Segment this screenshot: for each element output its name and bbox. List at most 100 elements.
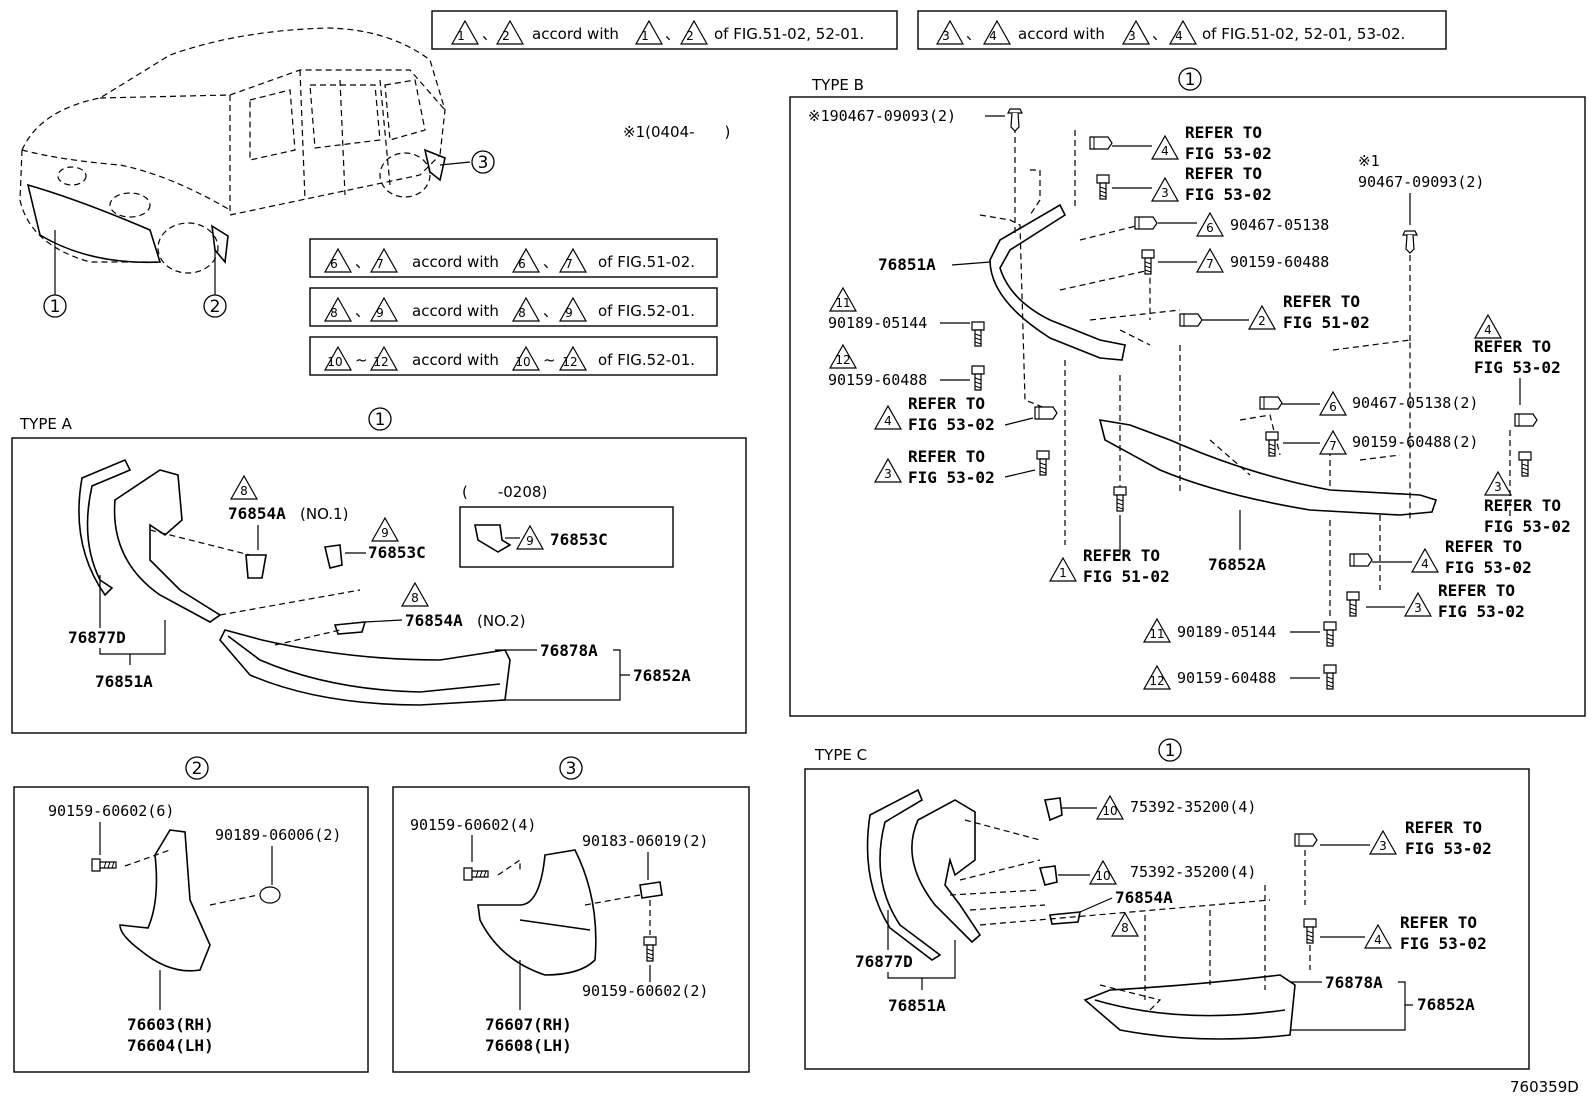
svg-text:REFER TO: REFER TO [1445, 537, 1522, 556]
bracket-76851a [989, 203, 1126, 361]
svg-text:4: 4 [989, 29, 997, 43]
svg-text:10: 10 [1095, 869, 1110, 883]
svg-text:7: 7 [1206, 257, 1214, 271]
type-c-circle: 1 [1165, 741, 1176, 761]
front-mudflap [119, 829, 211, 972]
svg-text:4: 4 [1161, 144, 1169, 158]
svg-text:REFER TO: REFER TO [1400, 913, 1477, 932]
svg-text:~: ~ [543, 351, 556, 369]
typec-part-76851a: 76851A [888, 996, 946, 1015]
svg-text:FIG 53-02: FIG 53-02 [908, 415, 995, 434]
svg-text:2: 2 [1258, 314, 1266, 328]
svg-text:accord with: accord with [1018, 25, 1105, 43]
svg-text:2: 2 [686, 29, 694, 43]
typeb-label-90467-09093: ※190467-09093(2) [808, 107, 956, 125]
typeb-label-90467-05138: 90467-05138 [1230, 216, 1329, 234]
svg-text:3: 3 [884, 467, 892, 481]
typec-label-75392-35200-b: 75392-35200(4) [1130, 863, 1256, 881]
callout-2: 2 [210, 297, 221, 317]
rear-screw-label: 90159-60602(2) [582, 982, 708, 1000]
svg-text:9: 9 [526, 534, 534, 548]
svg-text:、: 、 [543, 253, 558, 271]
typeb-label-90189-05144-b: 90189-05144 [1177, 623, 1276, 641]
svg-text:FIG 51-02: FIG 51-02 [1083, 567, 1170, 586]
type-a-date-note: ( -0208) [462, 483, 547, 501]
note-box-1: 1 、 2 accord with 1 、 2 of FIG.51-02, 52… [431, 10, 898, 50]
svg-text:REFER TO: REFER TO [1474, 337, 1551, 356]
part-76852a: 76852A [633, 666, 691, 685]
svg-text:6: 6 [1206, 221, 1214, 235]
front-bumper-highlight [26, 183, 162, 264]
svg-text:10: 10 [1102, 804, 1117, 818]
svg-text:7: 7 [565, 257, 573, 271]
part-76854a-no1: 76854A [228, 504, 286, 523]
type-b-circle: 1 [1185, 70, 1196, 90]
front-mudflap-rh: 76603(RH) [127, 1015, 214, 1034]
svg-text:8: 8 [411, 591, 419, 605]
type-a-circle: 1 [375, 410, 386, 430]
svg-text:4: 4 [1421, 557, 1429, 571]
svg-text:REFER TO: REFER TO [1484, 496, 1561, 515]
svg-text:9: 9 [376, 306, 384, 320]
svg-text:FIG 53-02: FIG 53-02 [1400, 934, 1487, 953]
bracket-76852a [1098, 419, 1438, 516]
type-c-parts [866, 788, 1311, 1040]
svg-text:12: 12 [562, 355, 577, 369]
type-a-title: TYPE A [19, 415, 73, 433]
rear-mudflap-circle: 3 [566, 759, 577, 779]
svg-text:12: 12 [373, 355, 388, 369]
svg-text:12: 12 [1149, 674, 1164, 688]
type-b-title: TYPE B [811, 76, 864, 94]
svg-text:3: 3 [1128, 29, 1136, 43]
svg-text:12: 12 [835, 353, 850, 367]
svg-text:FIG 53-02: FIG 53-02 [1474, 358, 1561, 377]
front-mudflap-frame [13, 786, 369, 1073]
part-76851a: 76851A [95, 672, 153, 691]
svg-text:accord with: accord with [412, 253, 499, 271]
rear-mudflap-frame [392, 786, 750, 1073]
tri-num: 1 [457, 29, 465, 43]
svg-text:FIG 53-02: FIG 53-02 [1405, 839, 1492, 858]
svg-text:3: 3 [1161, 186, 1169, 200]
svg-text:4: 4 [884, 414, 892, 428]
rear-mudflap-rh: 76607(RH) [485, 1015, 572, 1034]
note-text: accord with [532, 25, 619, 43]
typec-part-76878a: 76878A [1325, 973, 1383, 992]
svg-text:REFER TO: REFER TO [1405, 818, 1482, 837]
svg-text:of FIG.51-02, 52-01, 53-02.: of FIG.51-02, 52-01, 53-02. [1202, 25, 1405, 43]
type-a-inset [459, 506, 674, 568]
part-76853c: 76853C [368, 543, 426, 562]
svg-text:accord with: accord with [412, 351, 499, 369]
svg-text:4: 4 [1484, 323, 1492, 337]
svg-text:1: 1 [1059, 566, 1067, 580]
type-b-parts [979, 117, 1511, 620]
svg-text:of FIG.52-01.: of FIG.52-01. [598, 302, 695, 320]
svg-text:※1: ※1 [1358, 152, 1380, 170]
svg-text:8: 8 [1121, 921, 1129, 935]
svg-text:8: 8 [518, 306, 526, 320]
note-box-4: 8 、 9 accord with 8 、 9 of FIG.52-01. [309, 287, 718, 327]
svg-text:REFER TO: REFER TO [1438, 581, 1515, 600]
svg-text:3: 3 [942, 29, 950, 43]
svg-text:accord with: accord with [412, 302, 499, 320]
svg-text:1: 1 [641, 29, 649, 43]
typeb-label-90159-60488-c: 90159-60488 [1177, 669, 1276, 687]
svg-text:FIG 53-02: FIG 53-02 [1185, 185, 1272, 204]
svg-text:2: 2 [502, 29, 510, 43]
svg-text:、: 、 [966, 25, 981, 43]
date-note: ※1(0404- ) [623, 123, 730, 141]
svg-text:FIG 53-02: FIG 53-02 [1438, 602, 1525, 621]
note-box-3: 6 、 7 accord with 6 、 7 of FIG.51-02. [309, 238, 718, 278]
front-bolt-label: 90159-60602(6) [48, 802, 174, 820]
svg-text:8: 8 [330, 306, 338, 320]
front-mudflap-circle: 2 [192, 759, 203, 779]
svg-text:REFER TO: REFER TO [908, 447, 985, 466]
type-a-frame [11, 437, 747, 734]
type-b-frame [789, 96, 1586, 717]
svg-text:、: 、 [1152, 25, 1167, 43]
type-a-parts [78, 458, 511, 706]
typec-label-75392-35200-a: 75392-35200(4) [1130, 798, 1256, 816]
svg-text:~: ~ [355, 351, 368, 369]
typeb-label-90189-05144: 90189-05144 [828, 314, 927, 332]
